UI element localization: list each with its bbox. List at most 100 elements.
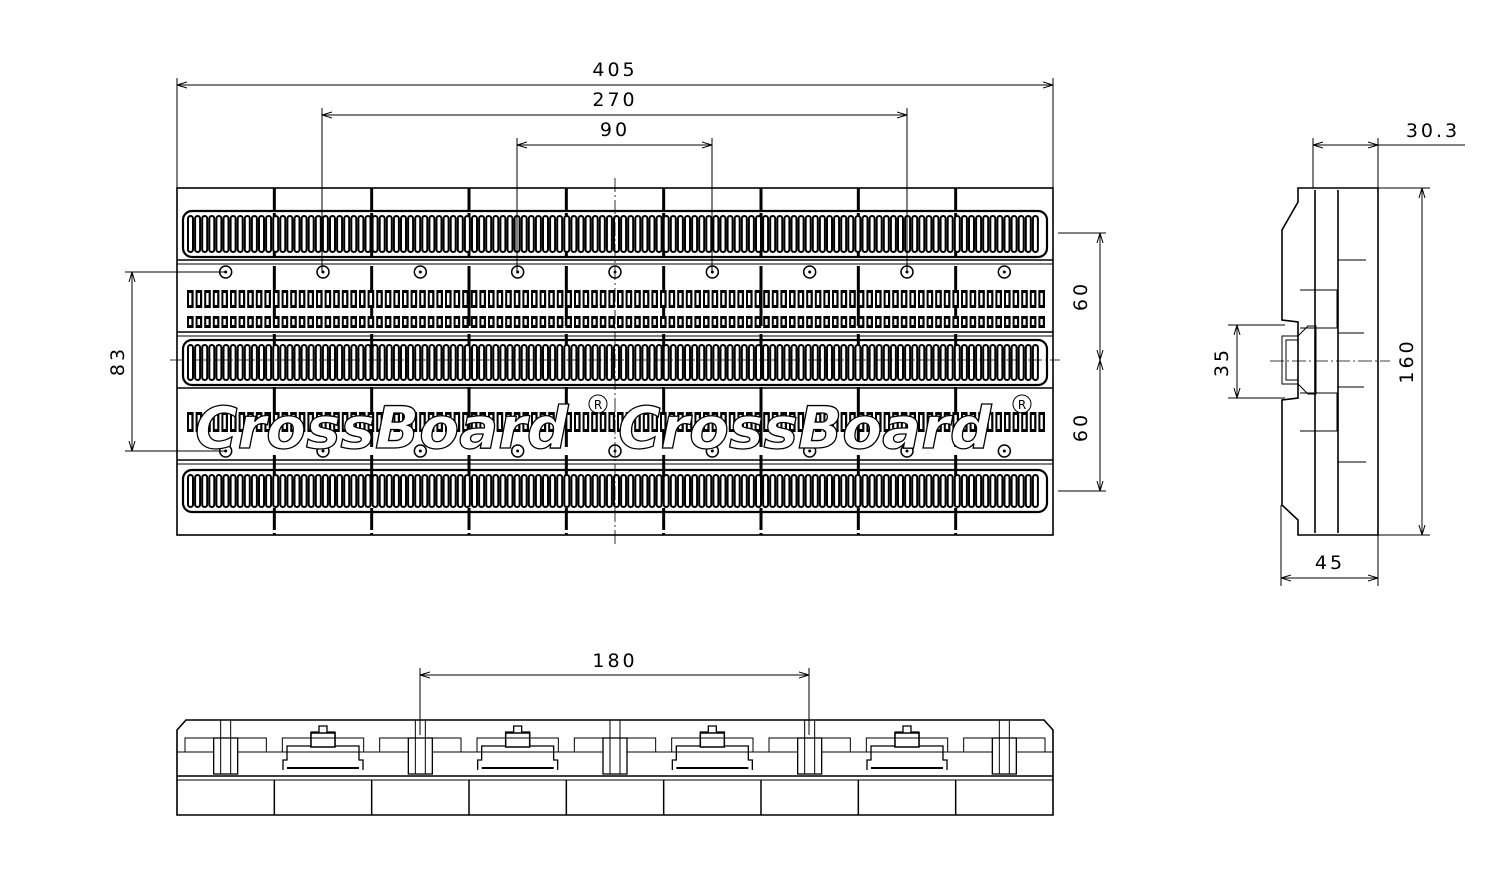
contact-slot	[549, 344, 557, 381]
contact-slot	[818, 474, 826, 508]
terminal-slot	[515, 293, 519, 305]
contact-slot	[989, 344, 997, 381]
contact-slot	[684, 344, 691, 381]
contact-slot	[925, 344, 933, 381]
contact-slot	[314, 344, 322, 381]
contact-slot	[229, 344, 237, 381]
contact-slot	[968, 344, 975, 381]
contact-slot	[222, 474, 230, 508]
contact-slot	[243, 344, 251, 381]
mounting-hole-center	[1002, 270, 1006, 274]
terminal-slot	[980, 319, 983, 325]
contact-slot	[428, 474, 436, 508]
terminal-slot	[1023, 319, 1026, 325]
terminal-slot	[300, 319, 304, 325]
contact-slot	[1031, 215, 1039, 253]
terminal-slot	[438, 415, 441, 429]
contact-slot	[641, 474, 649, 508]
contact-slot	[286, 474, 294, 508]
contact-slot	[605, 215, 613, 253]
contact-slot	[385, 215, 393, 253]
contact-slot	[215, 344, 223, 381]
terminal-slot	[877, 319, 880, 325]
terminal-slot	[455, 319, 458, 325]
terminal-slot	[644, 319, 648, 325]
terminal-slot	[464, 293, 467, 305]
contact-slot	[747, 344, 755, 381]
terminal-slot	[954, 319, 957, 325]
contact-slot	[826, 215, 833, 253]
terminal-slot	[343, 415, 347, 429]
contact-slot	[996, 474, 1004, 508]
terminal-slot	[447, 293, 450, 305]
terminal-slot	[980, 415, 983, 429]
terminal-slot	[902, 415, 906, 429]
terminal-slot	[834, 293, 837, 305]
side-view	[1270, 138, 1390, 536]
terminal-slot	[868, 319, 871, 325]
terminal-slot	[533, 319, 536, 325]
contact-slot	[513, 344, 521, 381]
terminal-slot	[412, 415, 415, 429]
terminal-slot	[507, 415, 510, 429]
terminal-slot	[283, 319, 286, 325]
terminal-slot	[567, 293, 570, 305]
terminal-slot	[197, 415, 200, 429]
standoff	[379, 720, 462, 775]
contact-slot	[889, 474, 897, 508]
registered-mark-icon	[1012, 394, 1032, 414]
contact-slot	[605, 474, 613, 508]
terminal-slot	[859, 293, 863, 305]
contact-slot	[378, 215, 386, 253]
contact-slot	[733, 215, 741, 253]
terminal-slot	[1040, 293, 1043, 305]
terminal-slot	[601, 319, 605, 325]
contact-slot	[960, 474, 968, 508]
contact-slot	[584, 215, 592, 253]
contact-slot	[1024, 344, 1032, 381]
contact-slot	[414, 215, 422, 253]
terminal-slot	[421, 293, 424, 305]
contact-slot	[875, 215, 883, 253]
terminal-slot	[739, 415, 742, 429]
contact-slot	[307, 215, 315, 253]
contact-slot	[478, 474, 486, 508]
terminal-slot	[550, 293, 553, 305]
contact-slot	[542, 474, 549, 508]
contact-slot	[840, 215, 848, 253]
terminal-slot	[481, 293, 484, 305]
contact-slot	[478, 215, 486, 253]
terminal-slot	[275, 293, 278, 305]
terminal-slot	[318, 319, 321, 325]
contact-slot	[989, 215, 997, 253]
terminal-slot	[808, 319, 811, 325]
terminal-slot	[928, 415, 931, 429]
terminal-slot	[214, 319, 218, 325]
contact-slot	[1010, 474, 1018, 508]
contact-slot	[527, 344, 535, 381]
contact-slot	[449, 215, 457, 253]
contact-slot	[861, 215, 869, 253]
contact-slot	[364, 344, 372, 381]
contact-slot	[215, 215, 223, 253]
contact-slot	[804, 215, 812, 253]
terminal-slot	[653, 293, 656, 305]
contact-slot	[655, 215, 663, 253]
dimension-label: 60	[1070, 281, 1092, 311]
contact-slot	[407, 474, 415, 508]
terminal-slot	[189, 319, 192, 325]
contact-slot	[563, 215, 571, 253]
dimension-label: 90	[600, 119, 630, 141]
terminal-slot	[696, 319, 699, 325]
contact-slot	[1003, 215, 1011, 253]
contact-slot	[1024, 215, 1032, 253]
contact-slot	[329, 474, 336, 508]
contact-strip	[181, 338, 1049, 387]
terminal-slot	[421, 415, 424, 429]
contact-slot	[769, 344, 777, 381]
terminal-slot	[705, 415, 708, 429]
mounting-hole-center	[808, 449, 812, 453]
contact-slot	[506, 344, 514, 381]
terminal-slot	[627, 293, 630, 305]
contact-slot	[932, 344, 940, 381]
